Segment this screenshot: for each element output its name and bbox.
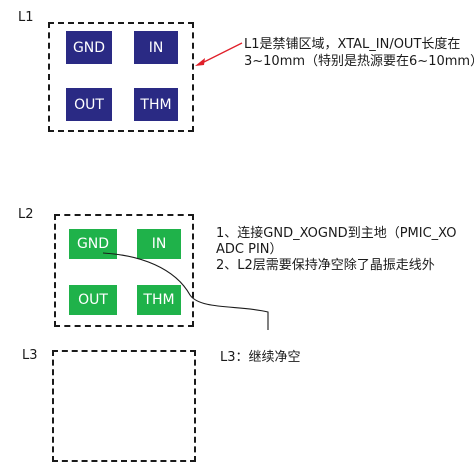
l2-pad-in: IN: [137, 229, 181, 259]
l2-pad-gnd: GND: [69, 229, 117, 259]
layer-l1-label: L1: [18, 10, 34, 25]
l1-keepout-box: [48, 22, 194, 132]
l2-note-line2: ADC PIN）: [216, 242, 283, 257]
l1-pad-in: IN: [134, 31, 178, 64]
l2-pad-thm: THM: [137, 285, 181, 315]
l1-note-line1: L1是禁铺区域，XTAL_IN/OUT长度在: [244, 37, 461, 52]
layer-l3-label: L3: [22, 348, 38, 363]
l1-note-line2: 3~10mm（特别是热源要在6~10mm）: [244, 54, 474, 69]
l2-clearance-box: [54, 214, 194, 327]
l2-pad-out: OUT: [69, 285, 117, 315]
l3-clearance-box: [52, 350, 196, 462]
layer-l2-label: L2: [18, 207, 34, 222]
l3-note: L3：继续净空: [220, 350, 301, 365]
l1-note-arrow: [195, 42, 243, 66]
l2-note-line3: 2、L2层需要保持净空除了晶振走线外: [216, 258, 435, 273]
l1-pad-thm: THM: [134, 88, 178, 121]
l2-gnd-trace: [102, 252, 269, 330]
l1-pad-out: OUT: [66, 88, 112, 121]
l2-note-line1: 1、连接GND_XOGND到主地（PMIC_XO: [216, 226, 457, 241]
l1-pad-gnd: GND: [66, 31, 112, 64]
